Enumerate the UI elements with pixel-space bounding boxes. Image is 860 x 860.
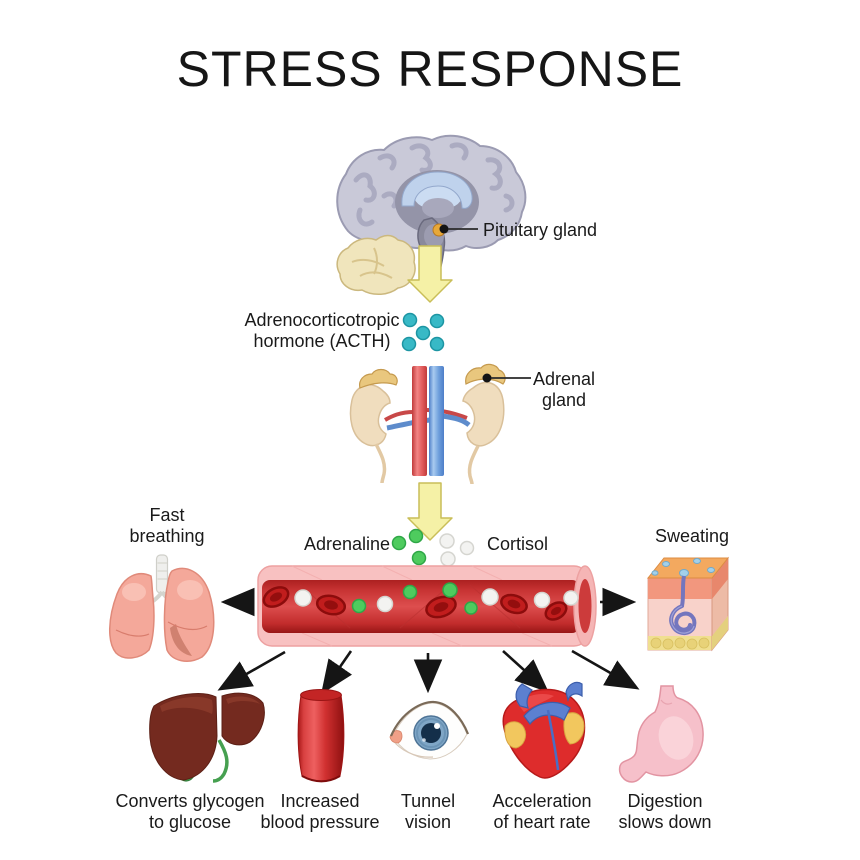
vessel-wall-texture: [291, 565, 553, 647]
kidneys-illustration: [349, 363, 506, 485]
right-ureter: [467, 445, 480, 485]
liver-left-lobe-highlight: [226, 696, 260, 704]
heart-fat-left: [504, 721, 527, 749]
left-adrenal-gland: [359, 368, 398, 389]
blood-vessel-illustration: [257, 565, 597, 647]
aorta-vessel: [515, 683, 533, 709]
right-lung-fissure: [167, 621, 208, 631]
vessel-cylinder-bottom-edge: [301, 775, 341, 783]
liver-left-lobe: [221, 692, 265, 746]
vena-cava: [429, 366, 444, 476]
skin-side-fat: [712, 616, 728, 650]
liver-illustration: [149, 692, 265, 783]
trachea: [155, 554, 169, 594]
adrenaline-dots-in-blood: [351, 582, 478, 615]
sweat-gland-highlight: [670, 605, 695, 634]
adrenal-marker-dot: [482, 373, 492, 383]
arrow-to-heart: [502, 650, 549, 693]
upper-eyelid-line: [389, 700, 470, 737]
liver-effect-label: Converts glycogen to glucose: [115, 791, 265, 832]
cortisol-label: Cortisol: [487, 534, 549, 554]
eye-effect-label: Tunnel vision: [400, 791, 456, 832]
corpus-callosum: [401, 171, 473, 209]
red-blood-cells: [262, 586, 568, 621]
skin-illustration: [646, 556, 730, 652]
arrow-to-stomach: [571, 649, 640, 690]
stomach-highlight: [658, 716, 694, 760]
eye-highlight: [434, 723, 440, 729]
acth-release-arrow-icon: [407, 245, 453, 303]
hormone-release-arrow-icon: [407, 482, 453, 541]
arrow-to-blood-pressure: [321, 650, 353, 695]
trachea-rings: [157, 562, 167, 580]
acth-hormone-dots: [401, 312, 445, 352]
heart-effect-label: Acceleration of heart rate: [492, 791, 592, 832]
eye-illustration: [389, 700, 470, 760]
aorta: [412, 366, 427, 476]
lungs-illustration: [109, 554, 215, 662]
skin-side-epidermis: [712, 558, 728, 599]
vessel-cylinder-top: [300, 689, 342, 701]
pituitary-marker-dot: [439, 224, 449, 234]
adrenaline-dots: [391, 528, 427, 566]
eye-highlight-small: [422, 738, 426, 742]
left-lung-fissure: [115, 629, 150, 637]
thalamus: [422, 198, 454, 218]
vessel-end-lumen: [578, 579, 592, 633]
right-lung-notch-shadow: [170, 624, 192, 656]
sweating-label: Sweating: [654, 526, 730, 546]
blood-pressure-illustration: [297, 689, 345, 783]
left-kidney: [349, 384, 391, 447]
iris-ring: [416, 718, 446, 748]
brain-gyri-texture: [353, 142, 515, 227]
superior-vena-cava: [565, 681, 583, 703]
stomach-effect-label: Digestion slows down: [618, 791, 712, 832]
adrenal-gland-label: Adrenal gland: [532, 369, 596, 410]
acth-label: Adrenocorticotropic hormone (ACTH): [244, 310, 400, 351]
sweat-droplets: [651, 558, 715, 577]
cortisol-dots-in-blood: [294, 588, 579, 613]
left-renal-artery: [384, 410, 415, 422]
left-ureter: [374, 443, 387, 484]
sweat-duct: [680, 575, 686, 607]
arrow-to-liver: [217, 650, 286, 691]
cerebellum-texture: [351, 247, 393, 279]
liver-right-lobe-highlight: [160, 696, 213, 714]
cortisol-dots: [439, 533, 475, 567]
blood-pressure-effect-label: Increased blood pressure: [260, 791, 380, 832]
skin-fat-cells: [650, 637, 710, 650]
bile-duct: [212, 739, 229, 783]
vessel-lumen: [262, 580, 580, 633]
pulmonary-vessel: [523, 701, 571, 725]
fast-breathing-label: Fast breathing: [129, 505, 205, 546]
heart-fat-right: [563, 712, 585, 745]
lower-eyelid-line: [394, 742, 434, 758]
skin-epidermis-layer: [648, 578, 712, 599]
right-renal-vein: [441, 413, 471, 427]
left-lung-highlight: [122, 583, 146, 601]
esophagus-line: [660, 699, 673, 705]
heart-illustration: [502, 681, 586, 779]
liver-right-lobe: [149, 693, 218, 781]
vessel-cylinder-body: [297, 694, 345, 782]
adrenaline-label: Adrenaline: [303, 534, 390, 554]
right-kidney: [462, 381, 505, 447]
right-lung-highlight: [177, 580, 203, 600]
page-title: STRESS RESPONSE: [176, 41, 684, 97]
effect-arrows: [217, 587, 640, 695]
pituitary-gland-label: Pituitary gland: [483, 220, 598, 240]
descending-vein: [546, 709, 560, 771]
stomach-illustration: [618, 685, 704, 783]
